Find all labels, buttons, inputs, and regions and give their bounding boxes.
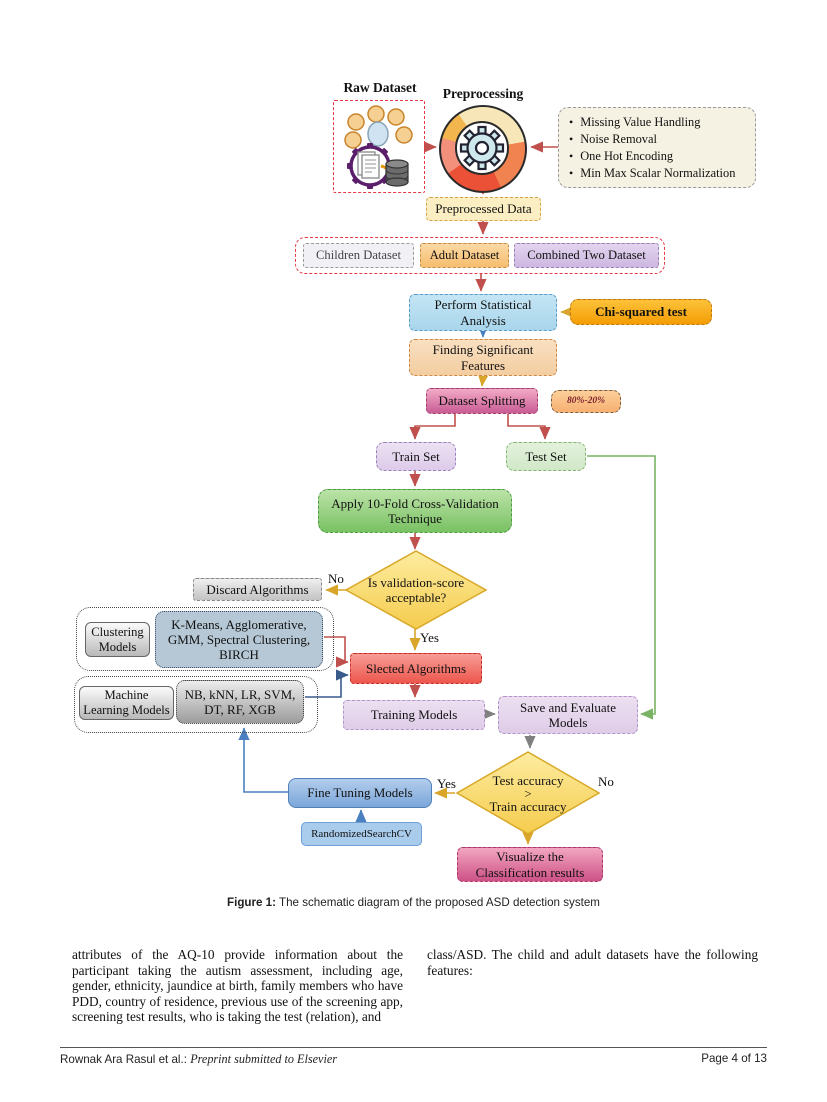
decision2-yes-label: Yes [437, 776, 456, 791]
node-split-ratio: 80%-20% [551, 390, 621, 413]
body-right-column: class/ASD. The child and adult datasets … [427, 947, 758, 978]
node-adult-dataset: Adult Dataset [420, 243, 509, 268]
preprocessing-step: Missing Value Handling [580, 115, 701, 129]
raw-dataset-box [333, 100, 425, 193]
preprocessing-steps-box: • Missing Value Handling • Noise Removal •… [558, 107, 756, 188]
node-significant-features: Finding Significant Features [409, 339, 557, 376]
preprocessing-step: Min Max Scalar Normalization [580, 166, 736, 180]
decision1-no-label: No [328, 571, 344, 586]
footer-note: Preprint submitted to Elsevier [190, 1052, 337, 1066]
node-dataset-splitting: Dataset Splitting [426, 388, 538, 414]
bullet-icon: • [569, 132, 574, 146]
node-preprocessed-data: Preprocessed Data [426, 197, 541, 221]
bullet-icon: • [569, 166, 574, 180]
node-test-set: Test Set [506, 442, 586, 471]
preprocessing-gear-ring [439, 105, 527, 193]
node-save-evaluate: Save and Evaluate Models [498, 696, 638, 734]
node-validation-decision: Is validation-score acceptable? [367, 574, 465, 605]
node-accuracy-decision: Test accuracy > Train accuracy [489, 772, 567, 814]
raw-dataset-icon [344, 104, 413, 189]
bullet-icon: • [569, 149, 574, 163]
footer-authors: Rownak Ara Rasul et al.: [60, 1053, 187, 1066]
gear-icon [455, 121, 509, 175]
node-ml-models: Machine Learning Models [79, 686, 174, 720]
node-discard-algorithms: Discard Algorithms [193, 578, 322, 601]
node-statistical-analysis: Perform Statistical Analysis [409, 294, 557, 331]
footer: Rownak Ara Rasul et al.: Preprint submit… [60, 1052, 767, 1067]
decision1-yes-label: Yes [420, 630, 439, 645]
node-clustering-algorithms: K-Means, Agglomerative, GMM, Spectral Cl… [155, 611, 323, 668]
footer-page-number: Page 4 of 13 [701, 1052, 767, 1065]
node-visualize-results: Visualize the Classification results [457, 847, 603, 882]
datasets-container [295, 237, 665, 274]
figure-caption-text: The schematic diagram of the proposed AS… [279, 896, 600, 909]
preprocessing-step: One Hot Encoding [580, 149, 674, 163]
node-ml-algorithms: NB, kNN, LR, SVM, DT, RF, XGB [176, 680, 304, 724]
preprocessing-step: Noise Removal [580, 132, 657, 146]
node-combined-dataset: Combined Two Dataset [514, 243, 659, 268]
node-training-models: Training Models [343, 700, 485, 730]
preprocessing-label: Preprocessing [442, 86, 524, 101]
decision2-no-label: No [598, 774, 614, 789]
node-children-dataset: Children Dataset [303, 243, 414, 268]
node-fine-tuning: Fine Tuning Models [288, 778, 432, 808]
figure-caption: Figure 1: The schematic diagram of the p… [0, 896, 827, 909]
figure-caption-label: Figure 1: [227, 896, 276, 909]
bullet-icon: • [569, 115, 574, 129]
body-left-column: attributes of the AQ-10 provide informat… [72, 947, 403, 1024]
ml-group-container [74, 676, 318, 733]
node-cross-validation: Apply 10-Fold Cross-Validation Technique [318, 489, 512, 533]
node-selected-algorithms: Slected Algorithms [350, 653, 482, 684]
node-train-set: Train Set [376, 442, 456, 471]
raw-dataset-label: Raw Dataset [343, 80, 417, 95]
node-randomized-search: RandomizedSearchCV [301, 822, 422, 846]
node-chi-squared-test: Chi-squared test [570, 299, 712, 325]
clustering-group-container [76, 607, 334, 671]
node-clustering-models: Clustering Models [85, 622, 150, 657]
footer-rule [60, 1047, 767, 1048]
